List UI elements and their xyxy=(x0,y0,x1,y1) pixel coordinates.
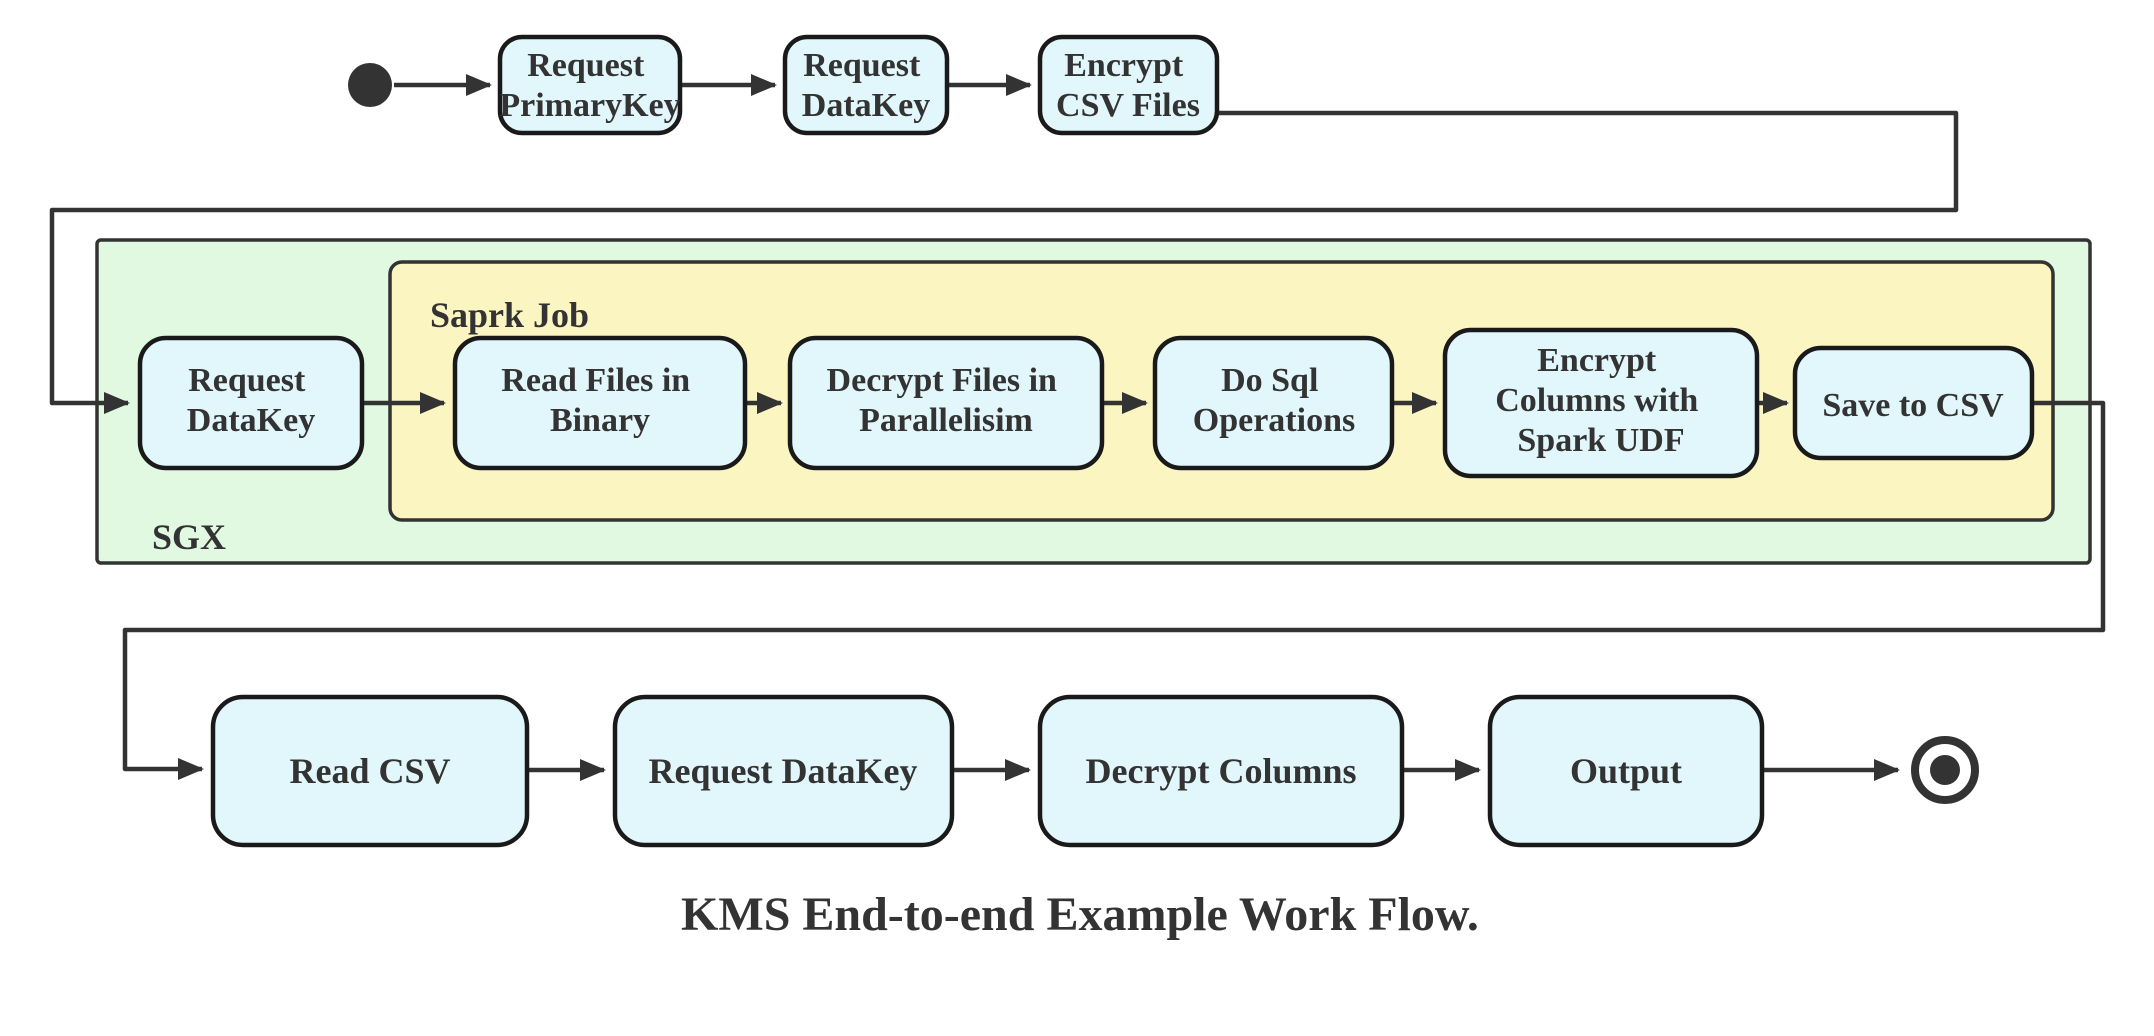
state-request-datakey-top xyxy=(782,34,950,136)
end-state-inner-dot xyxy=(1930,755,1960,785)
state-read-files-in-binary xyxy=(452,335,748,471)
state-encrypt-csv-files-label: Encrypt CSV Files xyxy=(1056,47,1200,124)
state-request-datakey-top-label: Request DataKey xyxy=(802,47,930,124)
diagram-caption: KMS End-to-end Example Work Flow. xyxy=(681,888,1479,941)
state-request-datakey-sgx-label: Request DataKey xyxy=(187,362,315,439)
state-read-csv xyxy=(210,694,530,848)
spark-job-container-label: Saprk Job xyxy=(430,295,589,335)
sgx-container-label: SGX xyxy=(152,517,226,557)
edge-encrypt-csv-files-to-sgx-request-datakey xyxy=(49,110,1959,414)
edge-save-to-csv-to-read-csv xyxy=(122,400,2106,780)
state-decrypt-columns xyxy=(1037,694,1405,848)
state-output-label: Output xyxy=(1570,751,1682,791)
state-output xyxy=(1487,694,1765,848)
state-request-datakey-bottom xyxy=(612,694,955,848)
state-read-csv-label: Read CSV xyxy=(289,751,450,791)
start-state-icon xyxy=(348,63,392,107)
state-request-primarykey xyxy=(497,34,683,136)
state-request-primarykey-label: Request PrimaryKey xyxy=(499,47,680,124)
state-encrypt-columns-with-spark-udf-label: Encrypt Columns with Spark UDF xyxy=(1495,342,1707,459)
state-save-to-csv-label: Save to CSV xyxy=(1822,387,2004,424)
state-request-datakey-bottom-label: Request DataKey xyxy=(649,751,918,791)
state-decrypt-files-in-parallelisim-label: Decrypt Files in Parallelisim xyxy=(827,362,1066,439)
state-request-datakey-sgx xyxy=(137,335,365,471)
state-encrypt-csv-files xyxy=(1037,34,1220,136)
state-do-sql-operations xyxy=(1152,335,1395,471)
state-save-to-csv xyxy=(1792,345,2035,461)
state-decrypt-files-in-parallelisim xyxy=(787,335,1105,471)
state-decrypt-columns-label: Decrypt Columns xyxy=(1086,751,1357,791)
state-read-files-in-binary-label: Read Files in Binary xyxy=(501,362,698,439)
state-encrypt-columns-with-spark-udf xyxy=(1442,327,1760,479)
end-state-icon xyxy=(1911,736,1979,804)
state-do-sql-operations-label: Do Sql Operations xyxy=(1193,362,1355,439)
